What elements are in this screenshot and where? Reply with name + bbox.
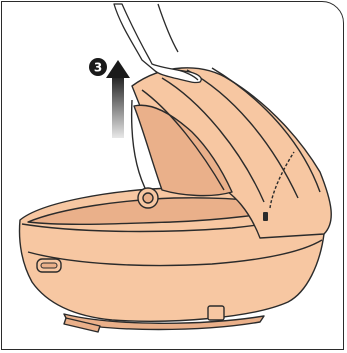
illustration-frame: 3 bbox=[1, 1, 344, 350]
bottom-latch bbox=[208, 306, 224, 320]
step-number: 3 bbox=[94, 61, 102, 75]
carrycot-canopy-diagram: 3 bbox=[2, 2, 344, 350]
up-arrow-icon bbox=[106, 60, 130, 138]
numbered-circle-icon: 3 bbox=[89, 58, 107, 76]
